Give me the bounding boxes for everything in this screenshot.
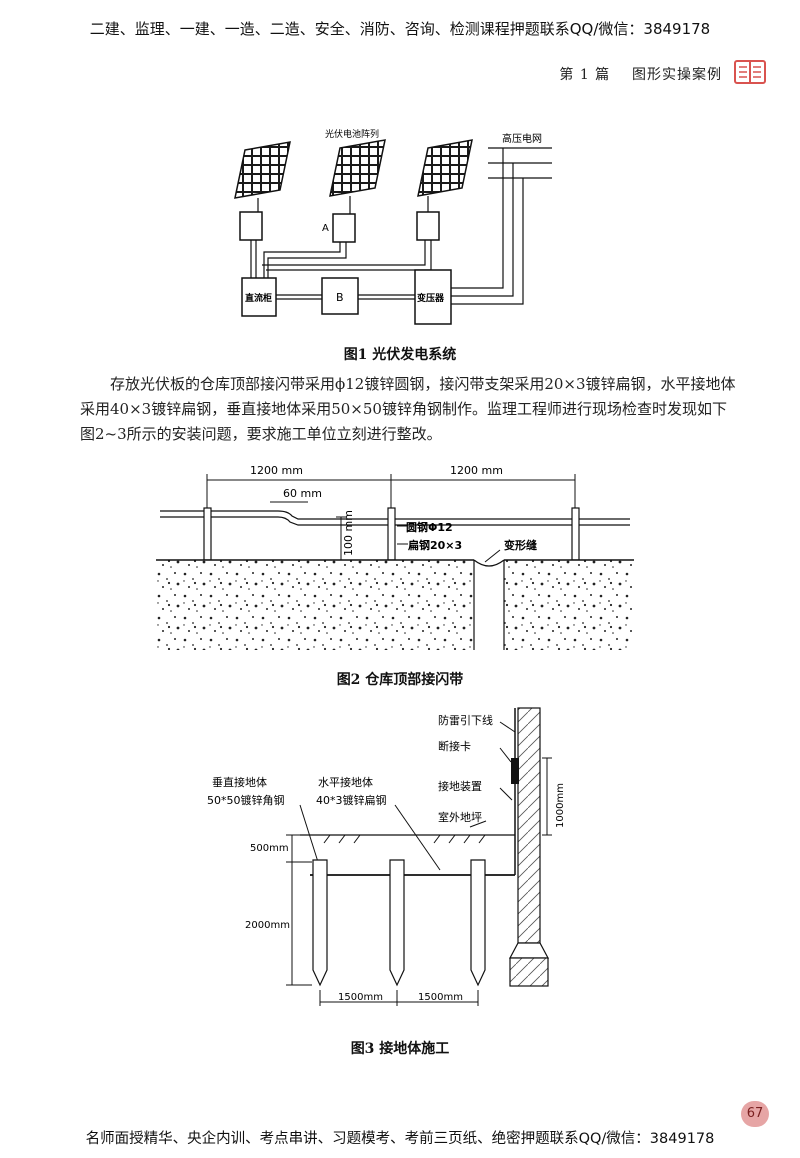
label-down-conductor: 防雷引下线 bbox=[438, 713, 493, 727]
label-grounding-device: 接地装置 bbox=[438, 780, 482, 793]
body-paragraph: 存放光伏板的仓库顶部接闪带采用ϕ12镀锌圆钢，接闪带支架采用20×3镀锌扁钢，水… bbox=[80, 375, 736, 443]
dim-1500-right: 1500mm bbox=[418, 992, 463, 1003]
figure-3-caption: 图3 接地体施工 bbox=[350, 1041, 450, 1057]
label-expansion-joint: 变形缝 bbox=[504, 538, 537, 552]
dim-2000: 2000mm bbox=[245, 920, 290, 931]
figure-2-caption: 图2 仓库顶部接闪带 bbox=[336, 672, 464, 688]
solar-panel-left bbox=[234, 141, 291, 199]
dim-1200-left: 1200 mm bbox=[250, 464, 303, 477]
footer-banner: 名师面授精华、央企内训、考点串讲、习题模考、考前三页纸、绝密押题联系QQ/微信：… bbox=[85, 1131, 715, 1147]
solar-panel-middle bbox=[329, 139, 386, 197]
dim-60: 60 mm bbox=[283, 487, 322, 500]
label-horizontal-title: 水平接地体 bbox=[318, 775, 373, 789]
figure-1-diagram: 光伏电池阵列 A 直流柜 B 变压器 高压电网 bbox=[234, 128, 552, 325]
combiner-box-a bbox=[332, 213, 356, 243]
dc-cabinet-label: 直流柜 bbox=[245, 292, 272, 304]
label-flat-steel: 扁钢20×3 bbox=[408, 538, 462, 552]
dim-1500-left: 1500mm bbox=[338, 992, 383, 1003]
combiner-box-left bbox=[239, 211, 263, 241]
box-b bbox=[321, 277, 359, 315]
transformer bbox=[414, 269, 452, 325]
dc-cabinet bbox=[241, 277, 277, 317]
label-a: A bbox=[322, 223, 329, 234]
label-horizontal-spec: 40*3镀锌扁钢 bbox=[316, 793, 387, 807]
label-round-steel: 圆钢Φ12 bbox=[406, 520, 453, 534]
page-number-badge: 67 bbox=[741, 1101, 769, 1127]
dim-1000: 1000mm bbox=[555, 783, 566, 828]
top-banner: 二建、监理、一建、一造、二造、安全、消防、咨询、检测课程押题联系QQ/微信：38… bbox=[89, 20, 711, 38]
page-header: 第 1 篇 图形实操案例 bbox=[559, 64, 722, 84]
label-vertical-spec: 50*50镀锌角钢 bbox=[207, 793, 285, 807]
grid-label: 高压电网 bbox=[502, 132, 542, 145]
dim-500: 500mm bbox=[250, 843, 289, 854]
dim-100: 100 mm bbox=[342, 510, 355, 556]
book-icon bbox=[734, 60, 766, 84]
solar-panel-right bbox=[417, 139, 473, 197]
figure-2-diagram: 1200 mm 1200 mm 60 mm 100 mm 圆钢Φ12 扁钢20×… bbox=[156, 464, 634, 650]
chapter-label: 第 1 篇 bbox=[559, 67, 611, 83]
section-label: 图形实操案例 bbox=[632, 67, 722, 83]
combiner-box-right bbox=[416, 211, 440, 241]
array-label: 光伏电池阵列 bbox=[325, 128, 379, 140]
transformer-label: 变压器 bbox=[417, 292, 445, 304]
dim-1200-right: 1200 mm bbox=[450, 464, 503, 477]
figure-1-caption: 图1 光伏发电系统 bbox=[343, 347, 457, 363]
label-outdoor-ground: 室外地坪 bbox=[438, 810, 482, 824]
label-test-clamp: 断接卡 bbox=[438, 739, 471, 753]
label-vertical-title: 垂直接地体 bbox=[212, 775, 267, 789]
figure-3-diagram: 防雷引下线 断接卡 接地装置 室外地坪 1000mm 垂直接地体 50*50镀锌… bbox=[207, 707, 566, 1006]
box-b-label: B bbox=[336, 291, 344, 304]
